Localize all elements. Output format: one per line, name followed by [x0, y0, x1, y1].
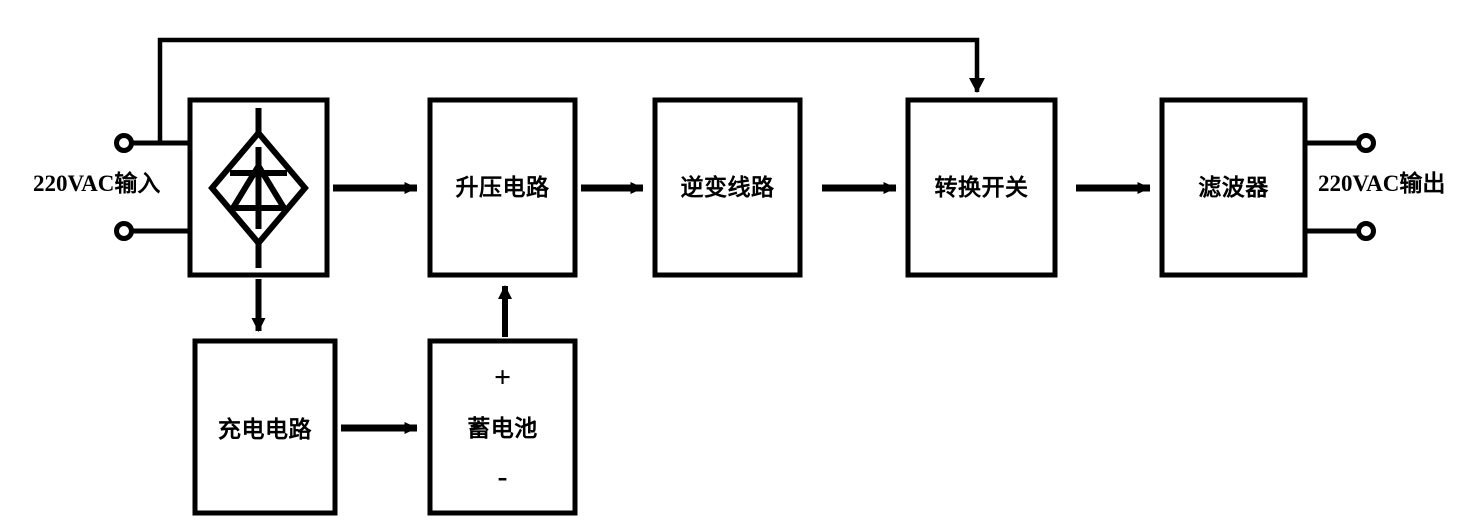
flow-arrows	[333, 182, 1151, 434]
block-rect-switch[interactable]	[905, 97, 1058, 278]
bridge-rectifier-icon	[208, 108, 309, 268]
input-terminal-top-icon[interactable]	[114, 133, 134, 153]
output-voltage-label: 220VAC输出	[1318, 171, 1446, 196]
block-rect-battery[interactable]	[427, 338, 578, 516]
block-rect-inverter[interactable]	[652, 97, 803, 278]
battery-negative-label: -	[497, 460, 508, 493]
block-rect-charger[interactable]	[192, 338, 338, 516]
battery-positive-label: +	[493, 361, 512, 394]
block-label-filter: 滤波器	[1198, 175, 1269, 200]
block-rectangles	[187, 97, 1308, 516]
block-rect-filter[interactable]	[1159, 97, 1308, 278]
block-label-switch: 转换开关	[934, 175, 1029, 200]
output-terminal-top-icon[interactable]	[1356, 133, 1376, 153]
flow-arrows-vertical	[251, 279, 512, 337]
block-label-inverter: 逆变线路	[680, 175, 775, 200]
output-terminal-bottom-icon[interactable]	[1356, 221, 1376, 241]
bypass-connection	[157, 37, 985, 143]
output-terminal-group	[1305, 133, 1376, 241]
input-voltage-label: 220VAC输入	[33, 171, 161, 196]
input-terminal-bottom-icon[interactable]	[114, 221, 134, 241]
bypass-path	[157, 37, 985, 143]
block-rect-boost[interactable]	[427, 97, 578, 278]
block-label-charger: 充电电路	[218, 417, 312, 442]
block-label-boost: 升压电路	[455, 175, 550, 200]
block-rect-rectifier[interactable]	[187, 97, 330, 278]
block-label-battery: 蓄电池	[467, 416, 538, 441]
